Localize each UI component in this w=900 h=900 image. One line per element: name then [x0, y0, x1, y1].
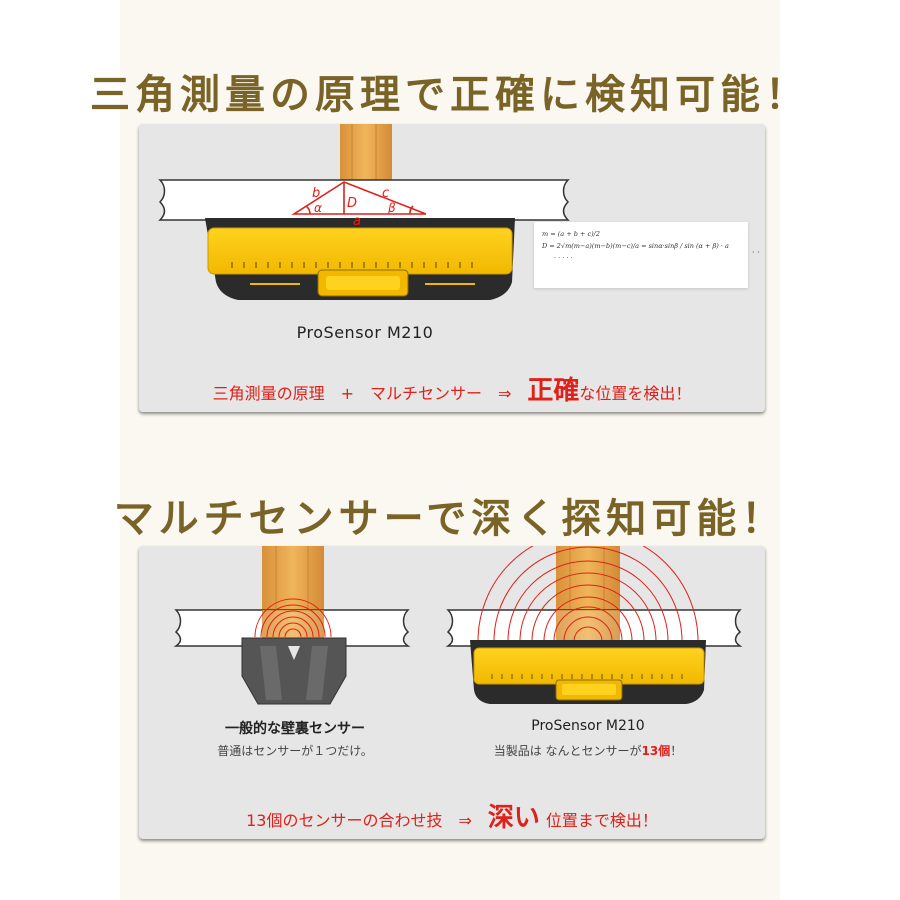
- prosensor-subtitle-prefix: 当製品は なんとセンサーが: [493, 744, 642, 758]
- single-sensor-waves: [254, 598, 332, 638]
- tagline1-arrow: ⇒: [498, 384, 512, 403]
- sensor-count: 13個: [641, 744, 671, 758]
- triangulation-formula: m = (a + b + c)/2 D = 2√m(m−a)(m−b)(m−c)…: [534, 222, 748, 288]
- wall-board: [158, 179, 570, 221]
- formula-line-2: D = 2√m(m−a)(m−b)(m−c)/a = sinα·sinβ / s…: [542, 242, 729, 250]
- product-name-2: ProSensor M210: [531, 718, 645, 734]
- tagline1-plus: +: [340, 384, 354, 403]
- label-a: a: [353, 214, 361, 229]
- section1-headline: 三角測量の原理で正確に検知可能！: [90, 72, 810, 118]
- tagline2-arrow: ⇒: [458, 811, 472, 830]
- wood-stud: [340, 124, 392, 188]
- label-d: D: [347, 196, 357, 211]
- tagline1-part1: 三角測量の原理: [212, 384, 325, 403]
- generic-sensor-title: 一般的な壁裏センサー: [225, 721, 365, 737]
- label-beta: β: [387, 201, 396, 215]
- tagline2-emphasis: 深い: [487, 803, 540, 833]
- label-b: b: [312, 186, 320, 201]
- prosensor-subtitle: 当製品は なんとセンサーが13個！: [440, 742, 736, 759]
- product-name-1: ProSensor M210: [296, 323, 434, 342]
- wood-stud-left: [262, 546, 324, 610]
- wood-stud-right: [556, 546, 620, 610]
- label-c: c: [382, 186, 389, 201]
- tagline1-emphasis: 正確: [527, 376, 580, 406]
- label-alpha: α: [314, 201, 322, 215]
- formula-line-3: · · · · ·: [554, 254, 573, 262]
- tagline2-part1: 13個のセンサーの合わせ技: [246, 811, 443, 830]
- multi-sensor-waves: [477, 546, 699, 642]
- tagline1-part3: な位置を検出！: [579, 384, 692, 403]
- section2-headline: マルチセンサーで深く探知可能！: [113, 496, 787, 542]
- tagline1-part2: マルチセンサー: [369, 384, 482, 403]
- section2-tagline: 13個のセンサーの合わせ技 ⇒ 深い 位置まで検出！: [139, 797, 765, 834]
- formula-trailing-dots: · ·: [752, 248, 760, 257]
- prosensor-subtitle-suffix: ！: [670, 744, 683, 758]
- generic-sensor-subtitle: 普通はセンサーが１つだけ。: [217, 744, 373, 758]
- triangulation-triangle: [291, 181, 427, 215]
- formula-line-1: m = (a + b + c)/2: [542, 230, 600, 238]
- section1-tagline: 三角測量の原理 + マルチセンサー ⇒ 正確 な位置を検出！: [139, 370, 765, 407]
- tagline2-part2: 位置まで検出！: [545, 811, 658, 830]
